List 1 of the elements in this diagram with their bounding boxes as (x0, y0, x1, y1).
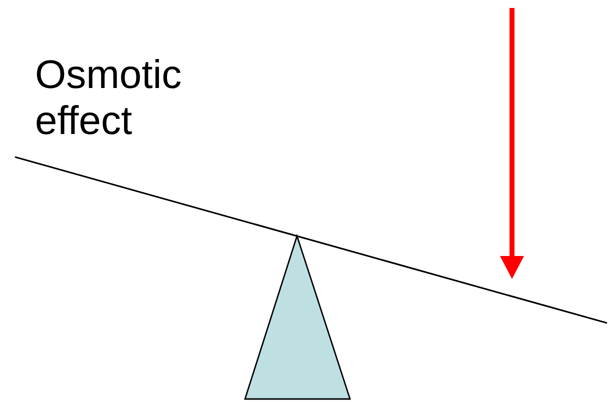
text-label: Osmotic effect (35, 52, 183, 144)
